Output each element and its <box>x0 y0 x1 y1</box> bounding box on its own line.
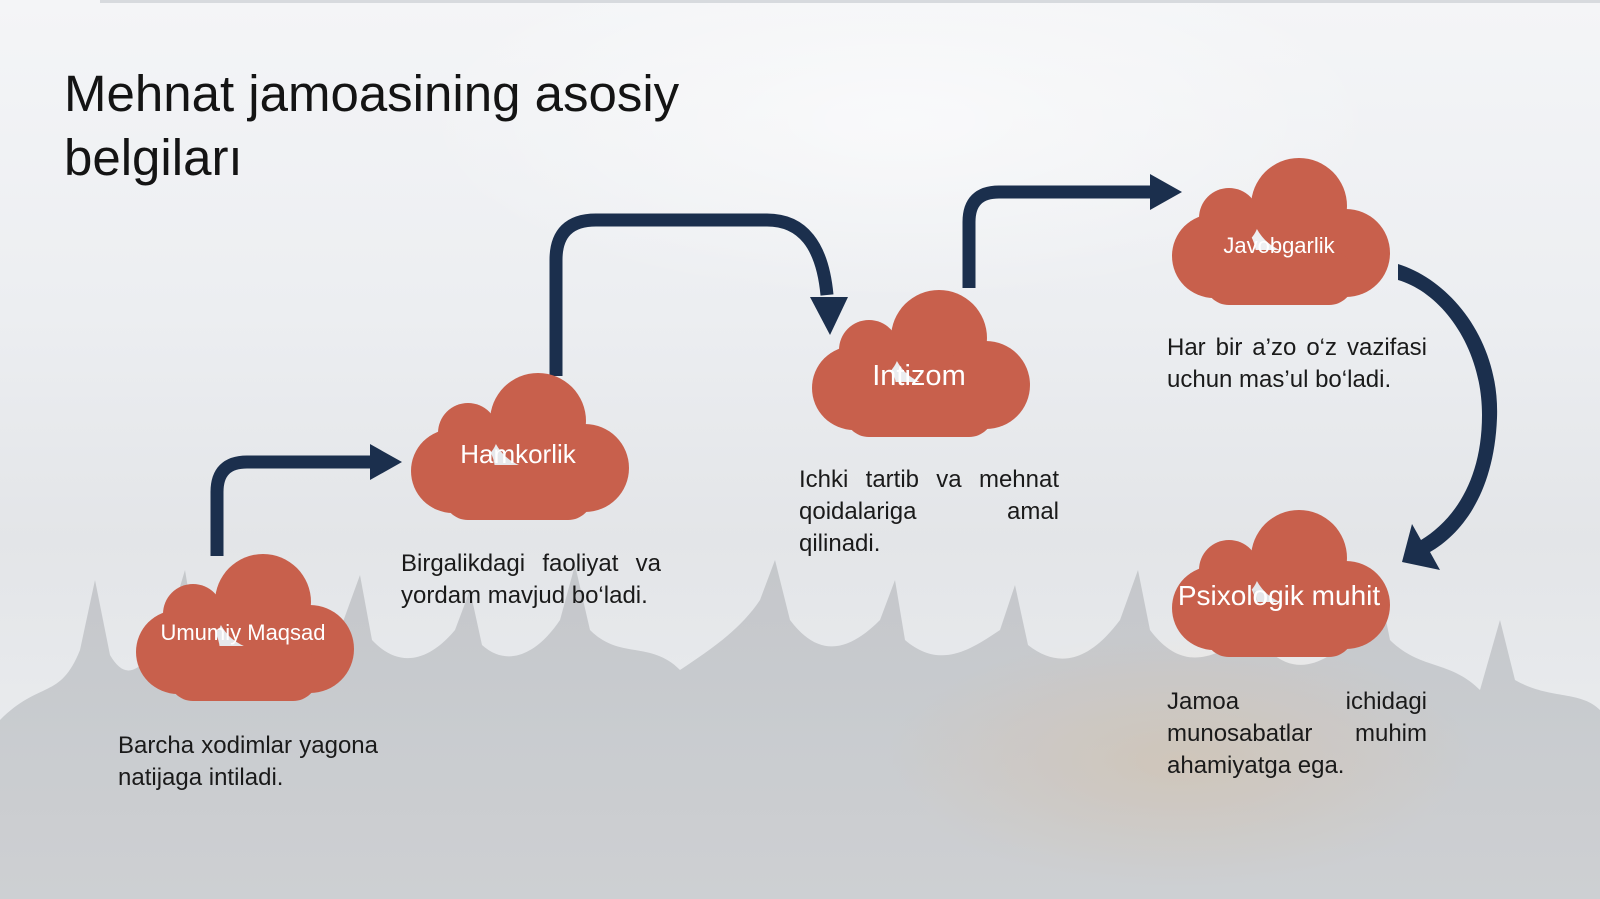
arrowhead-2 <box>810 297 848 335</box>
cloud-step-4: Javobgarlik <box>1164 158 1394 308</box>
cloud-label-psixologik-muhit: Psixologik muhit <box>1177 580 1381 611</box>
arrowhead-3 <box>1150 174 1182 210</box>
step-2-description: Birgalikdagi faoliyat va yordam mavjud b… <box>401 550 661 609</box>
arrow-1-to-2 <box>210 455 372 556</box>
cloud-shape-icon <box>1172 510 1390 657</box>
cloud-step-5: Psixologik muhit <box>1164 510 1394 660</box>
cloud-shape-icon <box>136 554 354 701</box>
cloud-step-1: Umumiy Maqsad <box>128 554 358 704</box>
arrow-2-to-3 <box>549 213 834 376</box>
crowd-silhouette <box>0 560 1600 899</box>
cloud-label-umumiy-maqsad: Umumiy Maqsad <box>160 620 326 645</box>
step-4-description: Har bir a’zo o‘z vazifasi uchun mas’ul b… <box>1167 334 1427 393</box>
arrowhead-1 <box>370 444 402 480</box>
arrow-4-to-5 <box>1398 264 1498 570</box>
cloud-shape-icon <box>812 290 1030 437</box>
cloud-step-2: Hamkorlik <box>403 373 633 523</box>
cloud-label-javobgarlik: Javobgarlik <box>1223 233 1335 258</box>
step-1-description: Barcha xodimlar yagona natijaga intiladi… <box>118 732 378 791</box>
arrow-3-to-4 <box>962 185 1150 288</box>
cloud-step-3: Intizom <box>804 290 1034 440</box>
cloud-label-hamkorlik: Hamkorlik <box>460 439 576 469</box>
slide-title: Mehnat jamoasining asosiy belgiları <box>64 65 680 186</box>
top-divider <box>100 0 1600 3</box>
cloud-shape-icon <box>411 373 629 520</box>
cloud-label-intizom: Intizom <box>872 360 966 392</box>
step-3-description: Ichki tartib va mehnat qoidalariga amal … <box>799 466 1059 557</box>
cloud-shape-icon <box>1172 158 1390 305</box>
step-5-description: Jamoa ichidagi munosabatlar muhim ahamiy… <box>1167 688 1427 779</box>
